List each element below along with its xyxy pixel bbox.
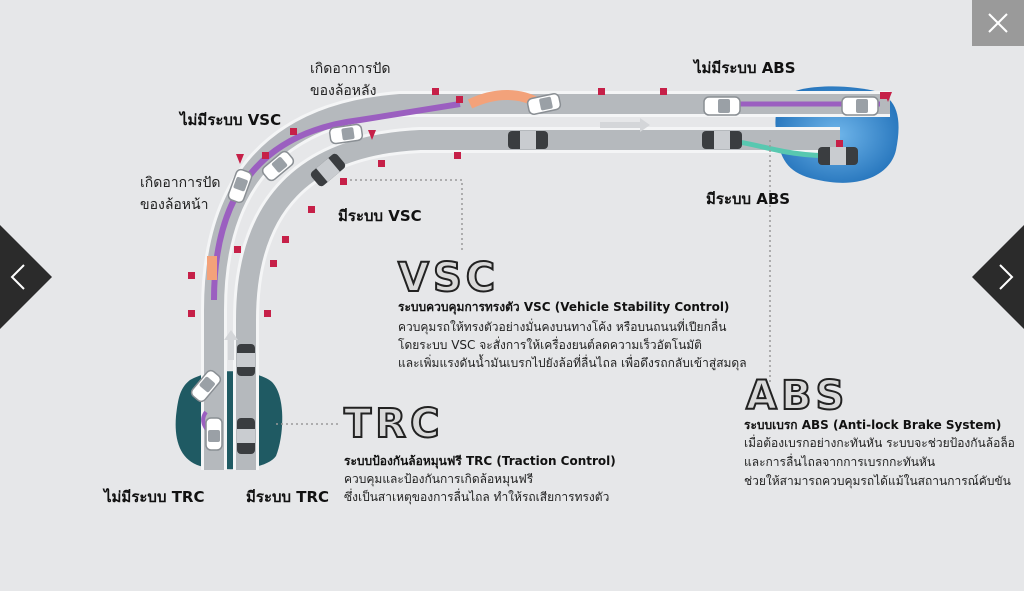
vsc-heading: ระบบควบคุมการทรงตัว VSC (Vehicle Stabili… — [398, 300, 730, 314]
abs-line-2: และการลื่นไถลจากการเบรกกะทันหัน — [744, 455, 936, 469]
has-abs-label: มีระบบ ABS — [706, 190, 791, 208]
connector-vsc — [350, 179, 463, 252]
direction-arrow-straight — [600, 118, 650, 132]
car-vsc-2 — [508, 131, 548, 149]
trc-line-2: ซึ่งเป็นสาเหตุของการลื่นไถล ทำให้รถเสียก… — [344, 490, 610, 504]
direction-arrow-up — [224, 330, 238, 360]
no-abs-label: ไม่มีระบบ ABS — [694, 59, 796, 77]
close-x-icon — [988, 13, 1008, 33]
front-skid-label-2: ของล้อหน้า — [140, 197, 209, 213]
trc-title: TRC — [343, 401, 444, 447]
abs-title: ABS — [745, 373, 849, 419]
vsc-line-1: ควบคุมรถให้ทรงตัวอย่างมั่นคงบนทางโค้ง หร… — [398, 320, 727, 334]
chevron-right-icon — [972, 225, 1024, 329]
car-abs-1 — [702, 131, 742, 149]
vsc-line-2: โดยระบบ VSC จะสั่งการให้เครื่องยนต์ลดควา… — [398, 338, 702, 352]
warning-flags — [236, 92, 892, 164]
abs-line-1: เมื่อต้องเบรกอย่างกะทันหัน ระบบจะช่วยป้อ… — [744, 436, 1015, 450]
road-inner-surface — [236, 130, 840, 470]
car-no-vsc-2 — [261, 150, 295, 182]
car-trc-1 — [237, 344, 255, 376]
abs-heading: ระบบเบรก ABS (Anti-lock Brake System) — [744, 418, 1002, 432]
chevron-left-icon — [0, 225, 52, 329]
no-trc-label: ไม่มีระบบ TRC — [104, 488, 205, 506]
car-trc-2 — [237, 418, 255, 454]
close-button[interactable] — [972, 0, 1024, 46]
prev-button[interactable] — [0, 225, 52, 329]
course-markers — [188, 88, 887, 317]
car-no-vsc-3 — [328, 123, 364, 145]
car-abs-2 — [818, 147, 858, 165]
slippery-surface — [175, 371, 283, 470]
rear-skid-label-1: เกิดอาการปัด — [310, 61, 391, 77]
next-button[interactable] — [972, 225, 1024, 329]
car-no-vsc-1 — [227, 168, 253, 204]
trc-line-1: ควบคุมและป้องกันการเกิดล้อหมุนฟรี — [344, 472, 534, 486]
has-trc-label: มีระบบ TRC — [246, 488, 330, 506]
car-no-trc-1 — [190, 369, 222, 403]
has-vsc-label: มีระบบ VSC — [338, 207, 422, 225]
rear-skid-label-2: ของล้อหลัง — [310, 83, 377, 99]
vsc-line-3: และเพิ่มแรงดันน้ำมันเบรกไปยังล้อที่ลื่นไ… — [398, 356, 747, 370]
car-vsc-1 — [310, 153, 346, 187]
front-skid-label-1: เกิดอาการปัด — [140, 175, 221, 191]
car-no-trc-2 — [205, 417, 223, 451]
no-vsc-label: ไม่มีระบบ VSC — [180, 111, 282, 129]
vsc-title: VSC — [397, 255, 500, 301]
trc-heading: ระบบป้องกันล้อหมุนฟรี TRC (Traction Cont… — [344, 454, 616, 468]
car-no-abs-1 — [703, 96, 741, 116]
abs-line-3: ช่วยให้สามารถควบคุมรถได้แม้ในสถานการณ์คั… — [744, 474, 1011, 488]
car-skid-rear — [526, 93, 562, 115]
car-no-abs-2 — [841, 96, 879, 116]
